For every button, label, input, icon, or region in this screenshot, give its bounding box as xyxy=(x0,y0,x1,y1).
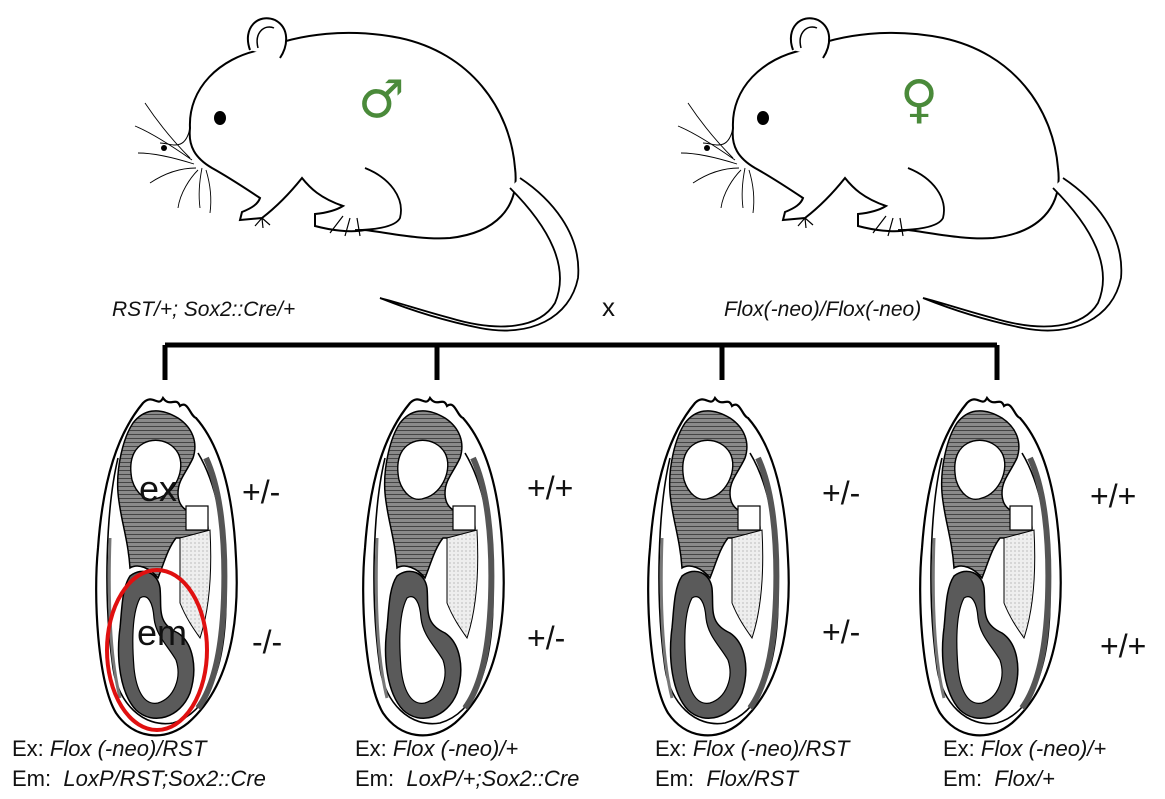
embryo-drawing-2 xyxy=(363,398,504,735)
cross-bracket xyxy=(165,345,997,380)
caption-em-genotype: LoxP/+;Sox2::Cre xyxy=(406,766,579,791)
male-genotype: RST/+; Sox2::Cre/+ xyxy=(112,298,295,322)
caption-ex-prefix: Ex: xyxy=(943,736,981,761)
embryo-1-caption: Ex: Flox (-neo)/RST Em: LoxP/RST;Sox2::C… xyxy=(12,734,266,794)
caption-ex-prefix: Ex: xyxy=(655,736,693,761)
caption-em-line: Em: LoxP/RST;Sox2::Cre xyxy=(12,764,266,794)
male-mouse-drawing xyxy=(135,18,578,330)
embryo-3-caption: Ex: Flox (-neo)/RST Em: Flox/RST xyxy=(655,734,849,794)
embryo-4-em-genotype: +/+ xyxy=(1100,628,1146,665)
caption-em-genotype: LoxP/RST;Sox2::Cre xyxy=(63,766,266,791)
female-genotype: Flox(-neo)/Flox(-neo) xyxy=(724,298,921,322)
embryo-2-ex-genotype: +/+ xyxy=(527,470,573,507)
embryo-1-ex-genotype: +/- xyxy=(242,474,280,511)
caption-em-line: Em: Flox/+ xyxy=(943,764,1106,794)
female-symbol: ♀ xyxy=(900,70,938,130)
caption-em-line: Em: Flox/RST xyxy=(655,764,849,794)
male-symbol: ♂ xyxy=(358,70,405,130)
caption-em-line: Em: LoxP/+;Sox2::Cre xyxy=(355,764,579,794)
caption-em-prefix: Em: xyxy=(655,766,706,791)
embryo-drawing-1 xyxy=(96,398,237,735)
caption-ex-line: Ex: Flox (-neo)/+ xyxy=(943,734,1106,764)
caption-ex-line: Ex: Flox (-neo)/RST xyxy=(12,734,266,764)
embryo-4-ex-genotype: +/+ xyxy=(1090,478,1136,515)
embryo-3-ex-genotype: +/- xyxy=(822,475,860,512)
caption-ex-genotype: Flox (-neo)/RST xyxy=(693,736,849,761)
caption-ex-prefix: Ex: xyxy=(12,736,50,761)
caption-ex-prefix: Ex: xyxy=(355,736,393,761)
caption-ex-line: Ex: Flox (-neo)/RST xyxy=(655,734,849,764)
caption-em-prefix: Em: xyxy=(12,766,63,791)
embryo-2-em-genotype: +/- xyxy=(527,620,565,657)
embryo-2-caption: Ex: Flox (-neo)/+ Em: LoxP/+;Sox2::Cre xyxy=(355,734,579,794)
caption-em-prefix: Em: xyxy=(355,766,406,791)
caption-ex-genotype: Flox (-neo)/+ xyxy=(393,736,518,761)
embryo-1-em-genotype: -/- xyxy=(252,624,282,661)
caption-ex-line: Ex: Flox (-neo)/+ xyxy=(355,734,579,764)
caption-em-genotype: Flox/RST xyxy=(706,766,798,791)
caption-em-genotype: Flox/+ xyxy=(994,766,1055,791)
extraembryonic-tag: ex xyxy=(139,468,177,510)
cross-symbol: x xyxy=(602,292,615,323)
embryo-drawing-4 xyxy=(920,398,1061,735)
caption-ex-genotype: Flox (-neo)/+ xyxy=(981,736,1106,761)
embryo-3-em-genotype: +/- xyxy=(822,614,860,651)
embryonic-tag: em xyxy=(137,612,187,654)
embryo-drawing-3 xyxy=(648,398,789,735)
embryo-4-caption: Ex: Flox (-neo)/+ Em: Flox/+ xyxy=(943,734,1106,794)
female-mouse-drawing xyxy=(678,18,1121,330)
caption-em-prefix: Em: xyxy=(943,766,994,791)
caption-ex-genotype: Flox (-neo)/RST xyxy=(50,736,206,761)
